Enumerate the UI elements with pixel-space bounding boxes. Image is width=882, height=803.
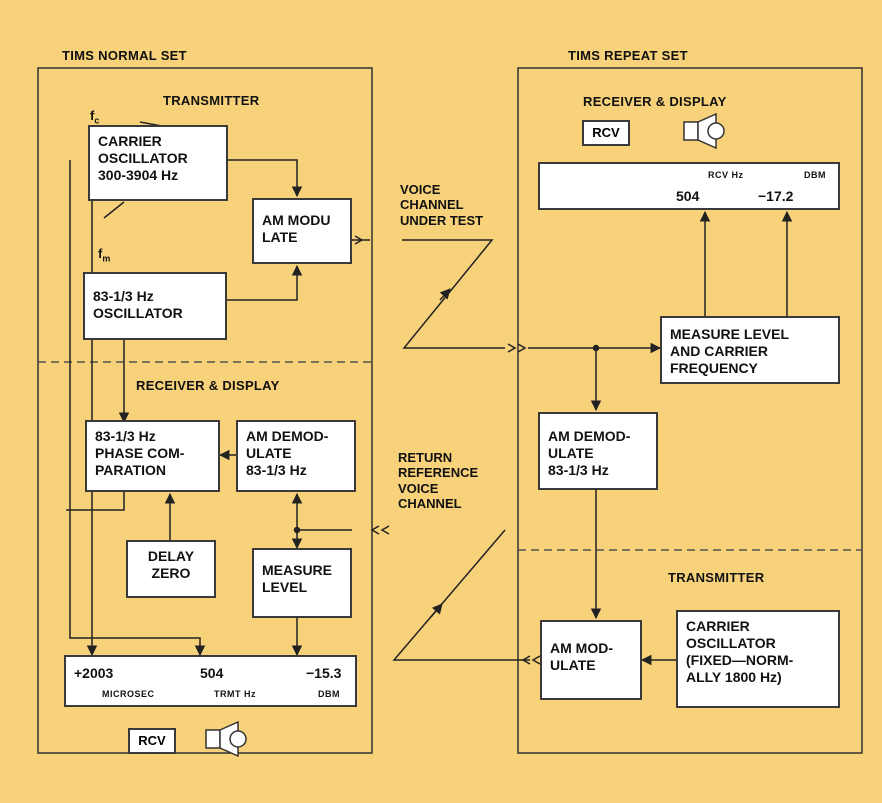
repeat-set-title: TIMS REPEAT SET bbox=[568, 48, 688, 63]
measure-level-carrier-box: MEASURE LEVEL AND CARRIER FREQUENCY bbox=[660, 316, 840, 384]
repeat-level-value: −17.2 bbox=[758, 188, 794, 204]
oscillator-83-box: 83-1/3 Hz OSCILLATOR bbox=[83, 272, 227, 340]
rcv-button-normal[interactable]: RCV bbox=[128, 728, 176, 754]
repeat-display: RCV Hz DBM 504 −17.2 bbox=[538, 162, 840, 210]
repeat-level-unit: DBM bbox=[804, 170, 826, 180]
repeat-carrier-oscillator-box: CARRIER OSCILLATOR (FIXED—NORM- ALLY 180… bbox=[676, 610, 840, 708]
transmit-freq-unit: TRMT Hz bbox=[214, 689, 256, 699]
carrier-oscillator-box: CARRIER OSCILLATOR 300-3904 Hz bbox=[88, 125, 228, 201]
normal-display: +2003 504 −15.3 MICROSEC TRMT Hz DBM bbox=[64, 655, 357, 707]
measure-level-box: MEASURE LEVEL bbox=[252, 548, 352, 618]
rcv-button-repeat[interactable]: RCV bbox=[582, 120, 630, 146]
speaker-icon-normal bbox=[205, 720, 247, 758]
return-channel-label: RETURN REFERENCE VOICE CHANNEL bbox=[398, 450, 479, 511]
transmit-freq-value: 504 bbox=[200, 665, 224, 681]
am-modulate-box: AM MODU LATE bbox=[252, 198, 352, 264]
am-demodulate-box: AM DEMOD- ULATE 83-1/3 Hz bbox=[236, 420, 356, 492]
repeat-transmitter-title: TRANSMITTER bbox=[668, 570, 765, 585]
repeat-am-modulate-box: AM MOD- ULATE bbox=[540, 620, 642, 700]
normal-transmitter-title: TRANSMITTER bbox=[163, 93, 260, 108]
delay-value: +2003 bbox=[74, 665, 114, 681]
delay-unit: MICROSEC bbox=[102, 689, 155, 699]
repeat-am-demodulate-box: AM DEMOD- ULATE 83-1/3 Hz bbox=[538, 412, 658, 490]
fm-label: fm bbox=[98, 246, 111, 264]
speaker-icon-repeat bbox=[683, 112, 725, 150]
delay-zero-box: DELAY ZERO bbox=[126, 540, 216, 598]
normal-level-unit: DBM bbox=[318, 689, 340, 699]
phase-comparation-box: 83-1/3 Hz PHASE COM- PARATION bbox=[85, 420, 220, 492]
receive-freq-unit: RCV Hz bbox=[708, 170, 744, 180]
normal-set-title: TIMS NORMAL SET bbox=[62, 48, 187, 63]
fc-label: fc bbox=[90, 108, 100, 126]
receive-freq-value: 504 bbox=[676, 188, 700, 204]
normal-set-frame bbox=[37, 67, 373, 754]
repeat-receiver-title: RECEIVER & DISPLAY bbox=[583, 94, 727, 109]
repeat-set-frame bbox=[517, 67, 863, 754]
normal-level-value: −15.3 bbox=[306, 665, 342, 681]
voice-channel-label: VOICE CHANNEL UNDER TEST bbox=[400, 182, 484, 228]
normal-receiver-title: RECEIVER & DISPLAY bbox=[136, 378, 280, 393]
